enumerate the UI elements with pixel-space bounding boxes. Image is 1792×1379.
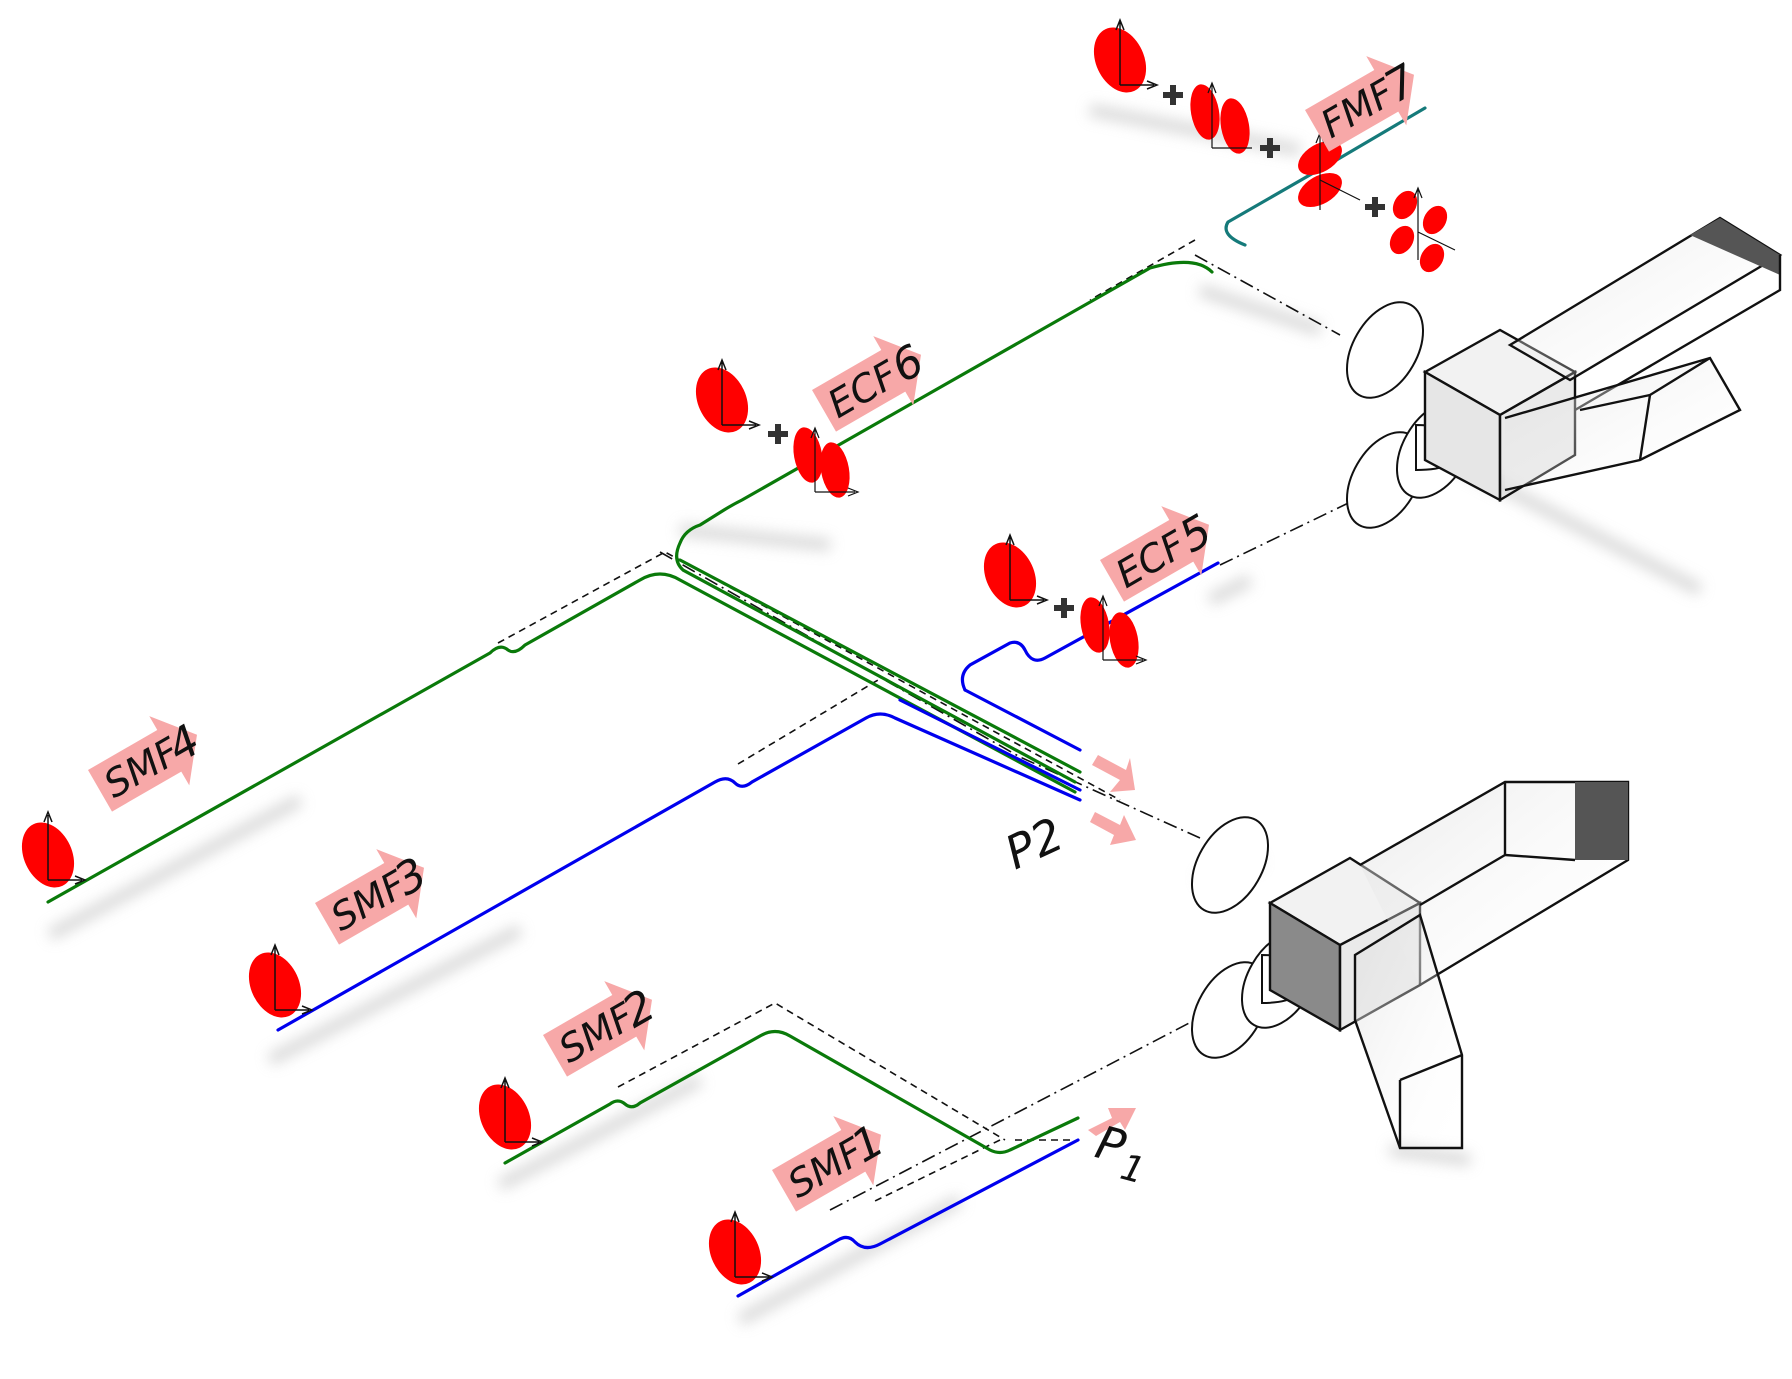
mode-smf3 [248, 942, 315, 1018]
tag-arrow-icon [1100, 506, 1209, 602]
axes-icon [43, 809, 88, 885]
lens-icon [1191, 816, 1269, 914]
prism-long-end [1575, 782, 1628, 860]
axes-icon [500, 1075, 545, 1147]
fiber-smf4-branch [675, 260, 1214, 784]
arrow-left-icon [1092, 755, 1135, 792]
axes-icon [1098, 594, 1148, 665]
beam-splitter-upper [1422, 216, 1783, 503]
fiber-smf3 [276, 712, 1082, 1032]
tag-arrow-icon [812, 336, 921, 432]
tag-arrow-icon [772, 1116, 881, 1212]
axes-icon [1207, 81, 1252, 149]
axes-icon [717, 357, 762, 430]
fiber-blue-set [276, 561, 1220, 1298]
beam-splitter-lower [1267, 780, 1630, 1150]
tag-arrow-icon [543, 981, 652, 1077]
mode-lp21e-icon [1389, 225, 1415, 255]
axes-icon [1115, 17, 1160, 90]
axes-icon [810, 426, 860, 497]
mode-lp11a-icon [793, 427, 823, 483]
mode-ecf6 [695, 357, 860, 498]
axes-icon [1413, 186, 1456, 260]
dash-dot-guides [659, 254, 1366, 1211]
lens-icon [1346, 301, 1424, 399]
mode-smf2 [478, 1075, 545, 1150]
tag-smf3: SMF 3 [315, 848, 436, 945]
shadows [47, 104, 1703, 1326]
axes-icon [270, 942, 315, 1015]
plus-icon [1365, 197, 1385, 217]
mode-lp11b-icon [1220, 98, 1250, 154]
axes-icon [1005, 532, 1050, 605]
tag-smf4: SMF 4 [88, 715, 209, 812]
mode-lp11b-icon [1109, 612, 1139, 668]
plus-icon [1260, 138, 1280, 158]
arrow-up-icon [1088, 1108, 1136, 1136]
prism-down [1353, 913, 1464, 1150]
fiber-smf1 [736, 1138, 1080, 1298]
mode-smf4 [21, 809, 88, 888]
fiber-fmf7 [1224, 106, 1427, 247]
axes-icon [730, 1209, 775, 1282]
tag-smf1: SMF 1 [772, 1115, 893, 1212]
dashed-guides [497, 239, 1196, 1202]
mode-lp21f-icon [1419, 243, 1445, 273]
fiber-smf2 [503, 1029, 1080, 1165]
fiber-ecf5-lead [963, 688, 1082, 752]
port-arrows [1088, 755, 1136, 1136]
arrow-right-icon [1090, 812, 1136, 845]
plus-icon [1163, 85, 1183, 105]
prism-long-end [1690, 218, 1780, 275]
plus-icon [768, 424, 788, 444]
fiber-p2-green-top [678, 558, 1082, 774]
mode-lp11b-icon [820, 442, 850, 498]
fiber-smf4 [46, 572, 1077, 904]
fiber-ecf5 [898, 561, 1220, 792]
prism-short [1504, 356, 1742, 492]
tag-arrow-icon [88, 716, 197, 812]
mode-lp21d-icon [1422, 205, 1448, 235]
mode-lp21c-icon [1392, 190, 1418, 220]
tag-arrow-icon [315, 849, 424, 945]
fiber-green-set [46, 260, 1214, 1165]
tag-fmf7: FMF 7 [1305, 55, 1426, 152]
mode-ecf5 [983, 532, 1148, 668]
port-label-p2: P2 [997, 807, 1071, 880]
tag-arrow-icon [1305, 56, 1414, 152]
mode-smf1 [708, 1209, 775, 1285]
mode-fmf7 [1093, 17, 1456, 273]
mode-lp11a-icon [1080, 597, 1110, 653]
plus-icon [1054, 598, 1074, 618]
tag-smf2: SMF 2 [543, 980, 664, 1077]
